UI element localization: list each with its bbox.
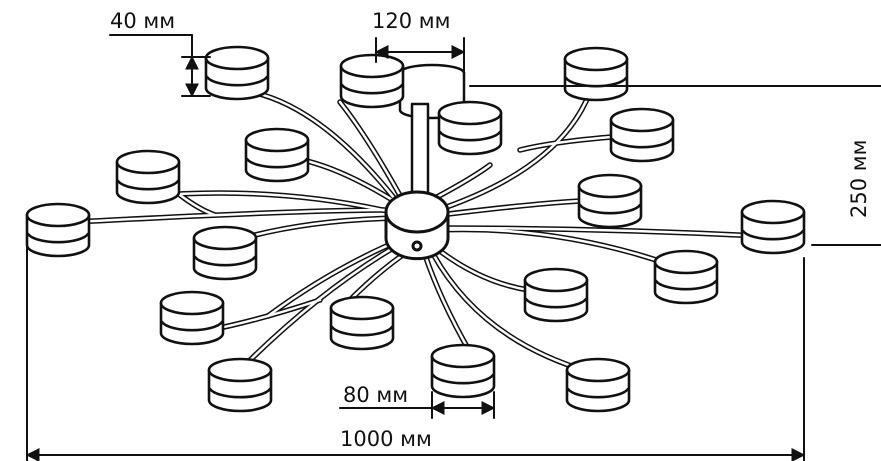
shade-10 [740,199,806,255]
shade-15 [329,295,395,351]
arm-inner-12 [238,242,402,372]
shade-top [204,45,270,71]
arm-10 [435,226,683,271]
shade-diffuser-line [340,83,404,95]
shade-diffuser-line [524,297,588,309]
shade-top [339,53,405,79]
arm-inner-10 [436,228,682,270]
shade-top [115,149,181,175]
shade-5 [609,107,675,163]
shade-16 [430,343,496,399]
dimension-lines [25,34,881,461]
shade-11 [192,225,258,281]
shade-7 [115,149,181,205]
arm-inner-5 [430,90,592,214]
shade-top [740,199,806,225]
shade-diffuser-line [193,255,257,267]
shade-diffuser-line [741,229,805,241]
shade-diffuser-line [205,75,269,87]
shade-top [430,343,496,369]
shade-diffuser-line [431,373,495,385]
center-rod [410,102,430,202]
shade-2 [339,53,405,109]
shade-diffuser-line [26,232,90,244]
arm-inner-1 [73,208,397,224]
shade-17 [207,357,273,413]
shade-diffuser-line [566,387,630,399]
arm-inner-15 [430,250,592,374]
shade-diffuser-line [116,179,180,191]
shade-height-label: 40 мм [110,9,176,33]
overall-height-label: 250 мм [847,139,871,218]
arm-inner-11 [266,238,402,318]
shade-diffuser-line [654,279,718,291]
shade-top [192,225,258,251]
shade-top [653,249,719,275]
shade-top [159,290,225,316]
shade-diffuser-line [160,320,224,332]
shade-12 [653,249,719,305]
shade-top [244,127,310,153]
shade-18 [565,357,631,413]
shade-top [609,107,675,133]
arm-inner-20 [178,193,217,217]
shade-3 [563,46,629,102]
arm-inner-2 [438,226,762,238]
shades-group [25,45,806,413]
shade-top [329,295,395,321]
shade-diffuser-line [610,137,674,149]
arm-inner-7 [146,191,402,216]
top-width-label: 120 мм [372,9,451,33]
shade-top [565,357,631,383]
shade-diffuser-line [208,387,272,399]
overall-width-label: 1000 мм [340,427,432,451]
shade-top [25,202,91,228]
shade-diameter-label: 80 мм [343,383,409,407]
shade-top [437,100,503,126]
shade-4 [437,100,503,156]
shade-6 [244,127,310,183]
shade-9 [25,202,91,258]
central-hub [384,190,450,261]
shade-top [207,357,273,383]
shade-13 [523,267,589,323]
shade-top [523,267,589,293]
shade-top [577,173,643,199]
arm-inner-14 [422,250,472,354]
shade-1 [204,45,270,101]
shade-top [563,46,629,72]
shade-diffuser-line [438,130,502,142]
shade-diffuser-line [578,203,642,215]
shade-8 [577,173,643,229]
shade-diffuser-line [245,157,309,169]
shade-diffuser-line [330,325,394,337]
shade-14 [159,290,225,346]
